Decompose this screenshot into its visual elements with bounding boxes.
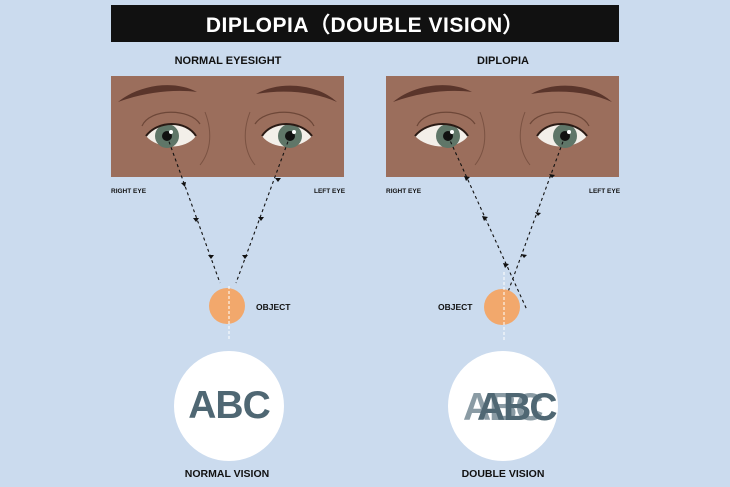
normal-sight-lines	[166, 135, 291, 284]
diplopia-object	[484, 289, 520, 325]
diplopia-eyes-illustration	[386, 76, 619, 177]
normal-eyes-illustration	[111, 76, 344, 177]
normal-vision-text: ABC	[188, 384, 270, 427]
diplopia-object-label: OBJECT	[438, 302, 473, 312]
double-vision-ghost-text: ABC	[463, 386, 543, 429]
double-vision-label: DOUBLE VISION	[461, 468, 545, 480]
normal-left-eye-label: LEFT EYE	[314, 188, 346, 195]
normal-vision-circle: ABC	[174, 351, 284, 461]
double-vision-circle: ABC ABC	[448, 351, 558, 461]
diplopia-arrowheads	[464, 174, 555, 268]
normal-object	[209, 288, 245, 324]
normal-right-eye-label: RIGHT EYE	[111, 188, 147, 195]
normal-vision-label: NORMAL VISION	[184, 468, 270, 480]
page-title: DIPLOPIA（DOUBLE VISION）	[111, 5, 619, 42]
double-vision-text: ABC	[477, 386, 557, 429]
diplopia-sight-lines	[447, 135, 566, 311]
normal-object-label: OBJECT	[256, 302, 291, 312]
normal-arrowheads	[181, 178, 281, 259]
diplopia-right-eye-label: RIGHT EYE	[386, 188, 422, 195]
double-vision-text-group: ABC ABC	[453, 381, 557, 431]
diplopia-left-eye-label: LEFT EYE	[589, 188, 621, 195]
diplopia-title: DIPLOPIA	[477, 55, 529, 67]
normal-eyesight-title: NORMAL EYESIGHT	[174, 55, 282, 67]
